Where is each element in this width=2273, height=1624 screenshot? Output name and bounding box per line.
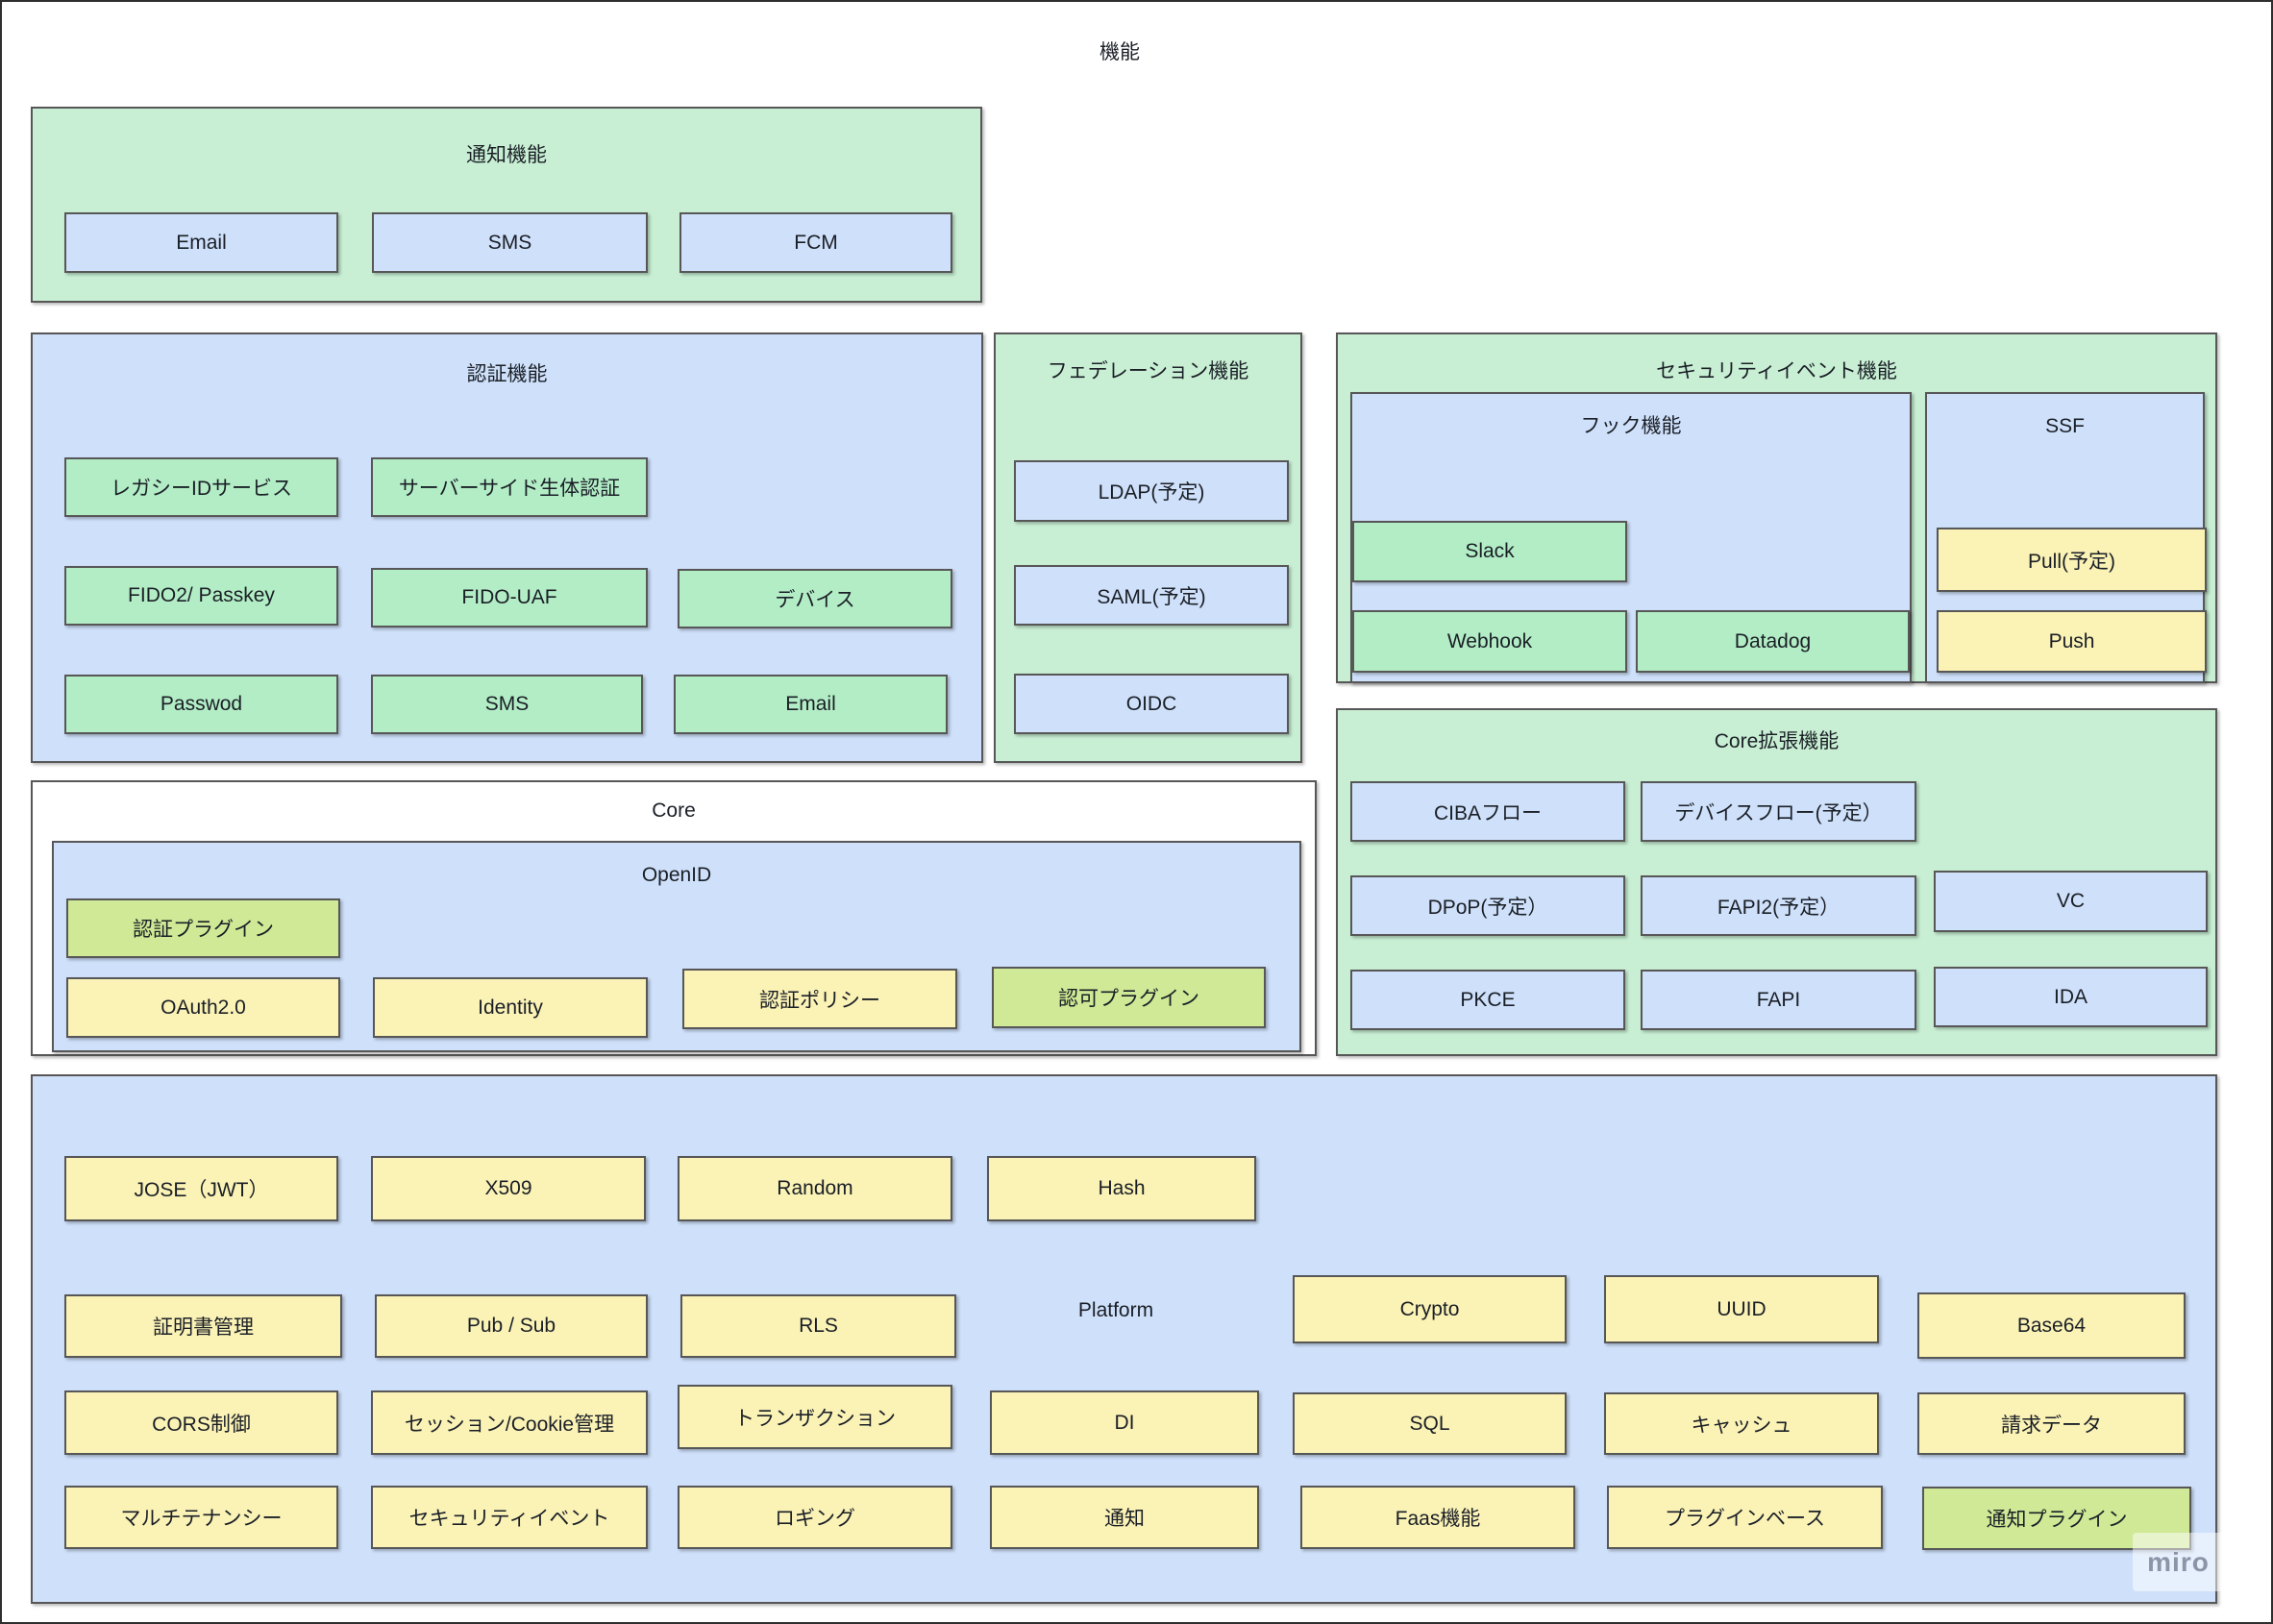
shape-password[interactable]: Passwod bbox=[64, 675, 338, 734]
shape-push[interactable]: Push bbox=[1937, 610, 2207, 673]
shape-logging[interactable]: ロギング bbox=[678, 1486, 952, 1549]
shape-hash[interactable]: Hash bbox=[987, 1156, 1256, 1221]
shape-cors[interactable]: CORS制御 bbox=[64, 1390, 338, 1455]
group-core[interactable]: Core OpenID 認証プラグイン OAuth2.0 Identity 認証… bbox=[31, 780, 1317, 1056]
group-title: OpenID bbox=[641, 864, 712, 886]
shape-crypto[interactable]: Crypto bbox=[1293, 1275, 1567, 1343]
shape-pubsub[interactable]: Pub / Sub bbox=[375, 1294, 648, 1358]
page-title[interactable]: 機能 bbox=[1099, 41, 1140, 63]
shape-cert-management[interactable]: 証明書管理 bbox=[64, 1294, 342, 1358]
shape-ldap[interactable]: LDAP(予定) bbox=[1014, 460, 1289, 522]
shape-auth-plugin[interactable]: 認証プラグイン bbox=[66, 898, 340, 958]
shape-uuid[interactable]: UUID bbox=[1604, 1275, 1879, 1343]
shape-jose-jwt[interactable]: JOSE（JWT） bbox=[64, 1156, 338, 1221]
shape-auth-policy[interactable]: 認証ポリシー bbox=[682, 969, 957, 1029]
shape-random[interactable]: Random bbox=[678, 1156, 952, 1221]
shape-sms-auth[interactable]: SMS bbox=[371, 675, 643, 734]
group-openid[interactable]: OpenID 認証プラグイン OAuth2.0 Identity 認証ポリシー … bbox=[52, 841, 1301, 1052]
group-hook[interactable]: フック機能 Slack Webhook Datadog bbox=[1350, 392, 1912, 683]
group-title: セキュリティイベント機能 bbox=[1656, 360, 1897, 382]
shape-fcm[interactable]: FCM bbox=[679, 212, 952, 273]
shape-notify[interactable]: 通知 bbox=[990, 1486, 1259, 1549]
shape-authz-plugin[interactable]: 認可プラグイン bbox=[992, 967, 1266, 1028]
shape-email[interactable]: Email bbox=[64, 212, 338, 273]
miro-logo: miro bbox=[2133, 1533, 2224, 1591]
shape-oidc[interactable]: OIDC bbox=[1014, 674, 1289, 734]
shape-rls[interactable]: RLS bbox=[680, 1294, 956, 1358]
shape-transaction[interactable]: トランザクション bbox=[678, 1385, 952, 1449]
shape-fido2-passkey[interactable]: FIDO2/ Passkey bbox=[64, 566, 338, 626]
shape-pull[interactable]: Pull(予定) bbox=[1937, 528, 2207, 592]
group-title: 認証機能 bbox=[466, 363, 548, 385]
shape-x509[interactable]: X509 bbox=[371, 1156, 646, 1221]
shape-device-flow[interactable]: デバイスフロー(予定） bbox=[1641, 781, 1916, 842]
shape-legacy-id-service[interactable]: レガシーIDサービス bbox=[64, 457, 338, 517]
group-title: Core bbox=[652, 800, 696, 822]
group-core-ext[interactable]: Core拡張機能 CIBAフロー デバイスフロー(予定） DPoP(予定） FA… bbox=[1336, 708, 2217, 1056]
group-title: フェデレーション機能 bbox=[1047, 360, 1249, 382]
shape-saml[interactable]: SAML(予定) bbox=[1014, 565, 1289, 626]
shape-plugin-base[interactable]: プラグインベース bbox=[1607, 1486, 1883, 1549]
shape-security-event[interactable]: セキュリティイベント bbox=[371, 1486, 648, 1549]
group-title: フック機能 bbox=[1580, 415, 1682, 437]
group-auth[interactable]: 認証機能 レガシーIDサービス サーバーサイド生体認証 FIDO2/ Passk… bbox=[31, 332, 983, 763]
shape-webhook[interactable]: Webhook bbox=[1352, 610, 1627, 673]
shape-slack[interactable]: Slack bbox=[1352, 521, 1627, 582]
shape-billing-data[interactable]: 請求データ bbox=[1917, 1392, 2186, 1455]
shape-dpop[interactable]: DPoP(予定） bbox=[1350, 875, 1625, 936]
platform-label: Platform bbox=[1077, 1299, 1154, 1321]
group-title: Core拡張機能 bbox=[1714, 730, 1840, 752]
shape-server-side-biometric[interactable]: サーバーサイド生体認証 bbox=[371, 457, 648, 517]
shape-oauth2[interactable]: OAuth2.0 bbox=[66, 977, 340, 1038]
group-platform[interactable]: Platform JOSE（JWT） X509 Random Hash 証明書管… bbox=[31, 1074, 2217, 1604]
group-title: SSF bbox=[2045, 415, 2085, 437]
shape-device[interactable]: デバイス bbox=[678, 569, 952, 628]
group-ssf[interactable]: SSF Pull(予定) Push bbox=[1925, 392, 2207, 683]
shape-email-auth[interactable]: Email bbox=[674, 675, 948, 734]
group-security-event[interactable]: セキュリティイベント機能 フック機能 Slack Webhook Datadog… bbox=[1336, 332, 2217, 683]
shape-fapi[interactable]: FAPI bbox=[1641, 970, 1916, 1030]
shape-session-cookie[interactable]: セッション/Cookie管理 bbox=[371, 1390, 648, 1455]
shape-pkce[interactable]: PKCE bbox=[1350, 970, 1625, 1030]
shape-notification-plugin[interactable]: 通知プラグイン bbox=[1922, 1487, 2191, 1550]
shape-fapi2[interactable]: FAPI2(予定） bbox=[1641, 875, 1916, 936]
shape-base64[interactable]: Base64 bbox=[1917, 1292, 2186, 1359]
shape-multitenancy[interactable]: マルチテナンシー bbox=[64, 1486, 338, 1549]
shape-datadog[interactable]: Datadog bbox=[1636, 610, 1910, 673]
shape-ciba-flow[interactable]: CIBAフロー bbox=[1350, 781, 1625, 842]
shape-ida[interactable]: IDA bbox=[1934, 967, 2208, 1027]
group-notification[interactable]: 通知機能 Email SMS FCM bbox=[31, 107, 982, 303]
shape-di[interactable]: DI bbox=[990, 1390, 1259, 1455]
shape-vc[interactable]: VC bbox=[1934, 871, 2208, 932]
shape-cache[interactable]: キャッシュ bbox=[1604, 1392, 1879, 1455]
shape-fido-uaf[interactable]: FIDO-UAF bbox=[371, 568, 648, 627]
group-federation[interactable]: フェデレーション機能 LDAP(予定) SAML(予定) OIDC bbox=[994, 332, 1302, 763]
shape-sql[interactable]: SQL bbox=[1293, 1392, 1567, 1455]
shape-faas[interactable]: Faas機能 bbox=[1300, 1486, 1575, 1549]
shape-sms[interactable]: SMS bbox=[372, 212, 648, 273]
shape-identity[interactable]: Identity bbox=[373, 977, 648, 1038]
group-title: 通知機能 bbox=[466, 144, 547, 166]
